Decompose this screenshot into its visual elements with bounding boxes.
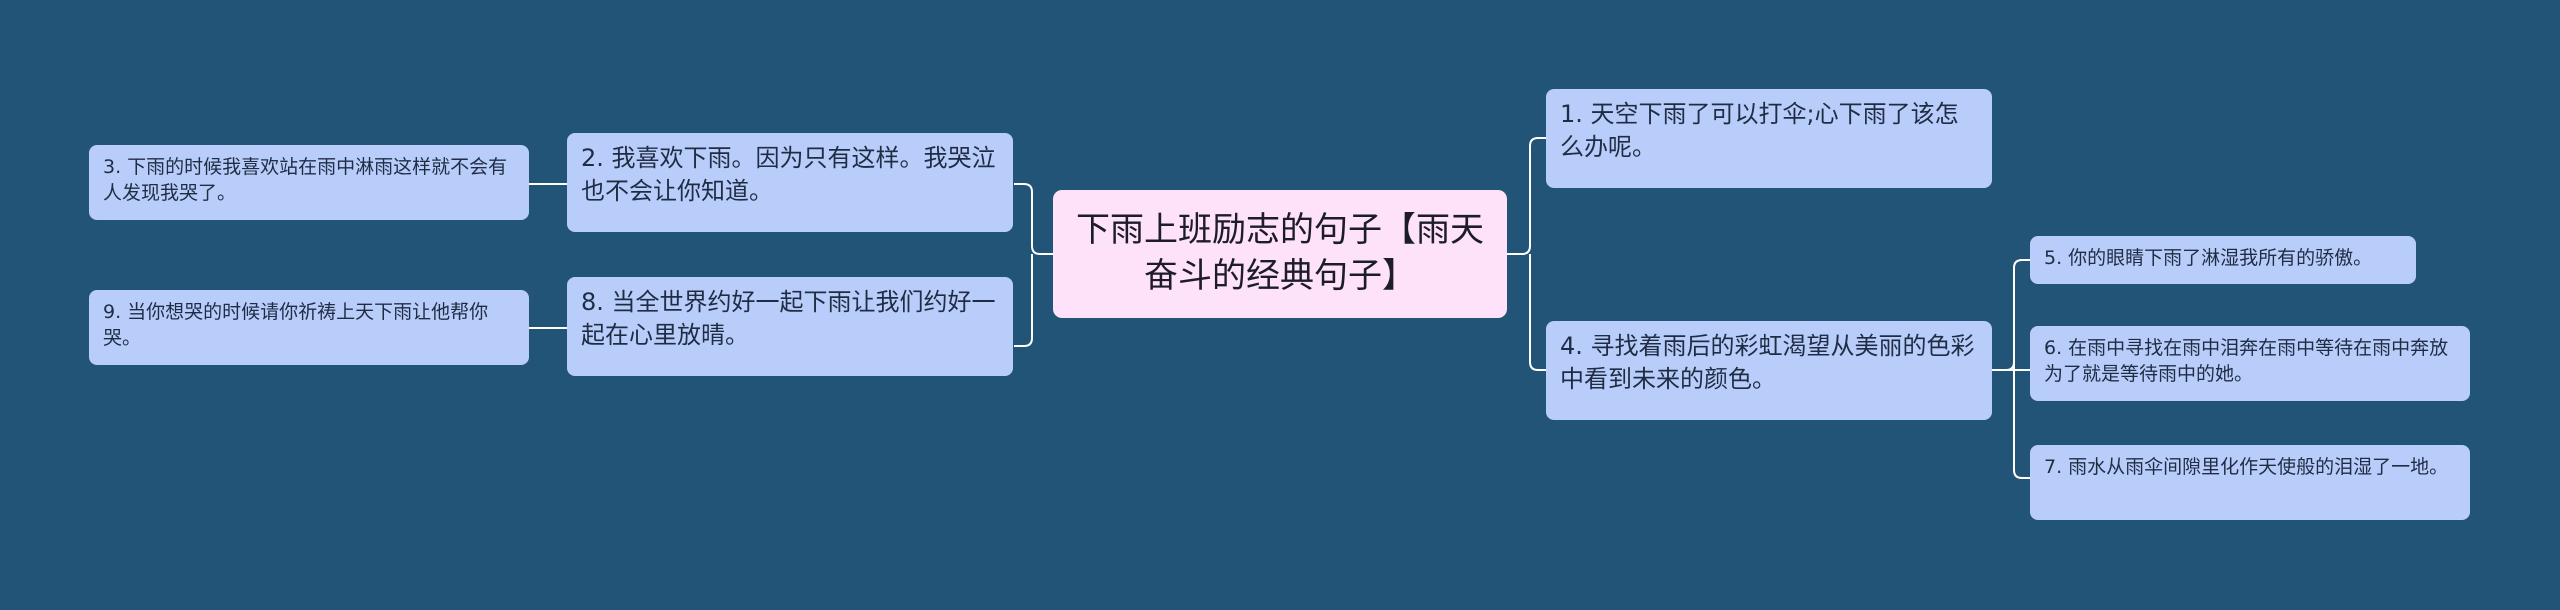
topic-right-2[interactable]: 4. 寻找着雨后的彩虹渴望从美丽的色彩中看到未来的颜色。: [1546, 321, 1992, 420]
subtopic-right-2-3-text: 7. 雨水从雨伞间隙里化作天使般的泪湿了一地。: [2044, 456, 2449, 478]
subtopic-right-2-1[interactable]: 5. 你的眼睛下雨了淋湿我所有的骄傲。: [2030, 236, 2416, 284]
subtopic-left-2-1[interactable]: 9. 当你想哭的时候请你祈祷上天下雨让他帮你哭。: [89, 290, 529, 365]
connector-root-right: [1507, 137, 1546, 371]
subtopic-right-2-3[interactable]: 7. 雨水从雨伞间隙里化作天使般的泪湿了一地。: [2030, 445, 2470, 520]
subtopic-right-2-1-text: 5. 你的眼睛下雨了淋湿我所有的骄傲。: [2044, 247, 2373, 269]
root-topic[interactable]: 下雨上班励志的句子【雨天奋斗的经典句子】: [1053, 190, 1507, 318]
subtopic-right-2-2[interactable]: 6. 在雨中寻找在雨中泪奔在雨中等待在雨中奔放为了就是等待雨中的她。: [2030, 326, 2470, 401]
topic-left-2[interactable]: 8. 当全世界约好一起下雨让我们约好一起在心里放晴。: [567, 277, 1013, 376]
topic-left-2-text: 8. 当全世界约好一起下雨让我们约好一起在心里放晴。: [581, 288, 996, 350]
connector-root-left: [1014, 183, 1053, 347]
topic-right-2-text: 4. 寻找着雨后的彩虹渴望从美丽的色彩中看到未来的颜色。: [1560, 332, 1975, 394]
subtopic-left-2-1-text: 9. 当你想哭的时候请你祈祷上天下雨让他帮你哭。: [103, 301, 489, 350]
root-topic-text: 下雨上班励志的句子【雨天奋斗的经典句子】: [1076, 210, 1484, 296]
subtopic-left-1-1-text: 3. 下雨的时候我喜欢站在雨中淋雨这样就不会有人发现我哭了。: [103, 156, 508, 205]
topic-left-1-text: 2. 我喜欢下雨。因为只有这样。我哭泣也不会让你知道。: [581, 144, 996, 206]
connector-right-2: [1990, 259, 2030, 479]
subtopic-left-1-1[interactable]: 3. 下雨的时候我喜欢站在雨中淋雨这样就不会有人发现我哭了。: [89, 145, 529, 220]
topic-right-1[interactable]: 1. 天空下雨了可以打伞;心下雨了该怎么办呢。: [1546, 89, 1992, 188]
topic-right-1-text: 1. 天空下雨了可以打伞;心下雨了该怎么办呢。: [1560, 100, 1959, 162]
topic-left-1[interactable]: 2. 我喜欢下雨。因为只有这样。我哭泣也不会让你知道。: [567, 133, 1013, 232]
subtopic-right-2-2-text: 6. 在雨中寻找在雨中泪奔在雨中等待在雨中奔放为了就是等待雨中的她。: [2044, 337, 2449, 386]
